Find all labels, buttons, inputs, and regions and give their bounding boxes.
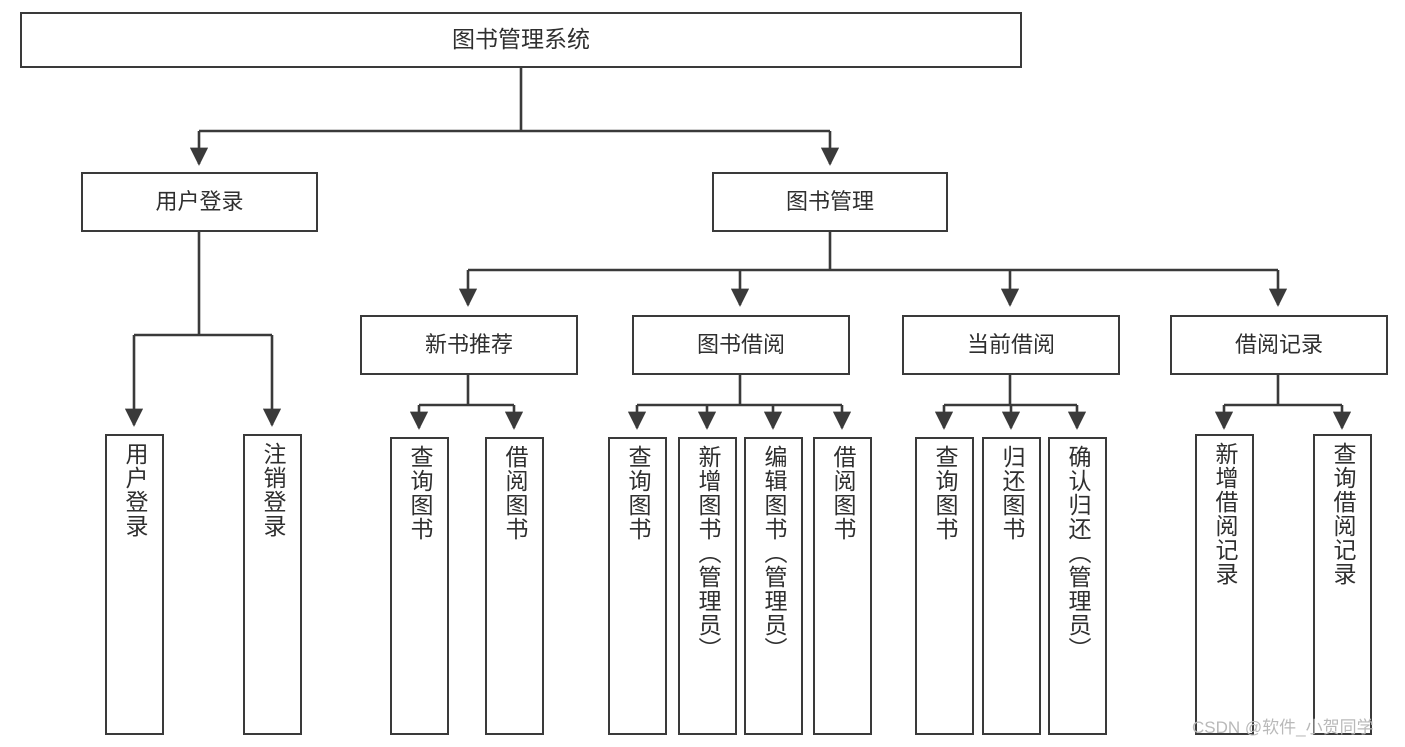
node-label: 借阅记录 xyxy=(1234,331,1323,357)
leaf-current-query-book[interactable]: 查询图书 xyxy=(915,437,974,735)
node-label: 编辑图书（管理员） xyxy=(761,445,787,661)
leaf-borrow-add-book-admin[interactable]: 新增图书（管理员） xyxy=(678,437,737,735)
node-label: 查询图书 xyxy=(407,445,433,541)
leaf-borrow-query-book[interactable]: 查询图书 xyxy=(608,437,667,735)
node-label: 当前借阅 xyxy=(966,331,1055,357)
leaf-current-return-book[interactable]: 归还图书 xyxy=(982,437,1041,735)
node-label: 图书借阅 xyxy=(696,331,785,357)
node-borrow-record[interactable]: 借阅记录 xyxy=(1170,315,1388,375)
node-label: 用户登录 xyxy=(155,188,244,214)
node-new-book-recommend[interactable]: 新书推荐 xyxy=(360,315,578,375)
node-label: 新增图书（管理员） xyxy=(695,445,721,661)
leaf-newbook-query-book[interactable]: 查询图书 xyxy=(390,437,449,735)
node-label: 归还图书 xyxy=(999,445,1025,541)
node-user-login[interactable]: 用户登录 xyxy=(81,172,318,232)
node-label: 新书推荐 xyxy=(424,331,513,357)
node-root-system[interactable]: 图书管理系统 xyxy=(20,12,1022,68)
node-label: 新增借阅记录 xyxy=(1212,442,1238,586)
node-label: 图书管理 xyxy=(785,188,874,214)
node-label: 图书管理系统 xyxy=(452,26,590,53)
leaf-newbook-borrow-book[interactable]: 借阅图书 xyxy=(485,437,544,735)
node-label: 借阅图书 xyxy=(502,445,528,541)
leaf-current-confirm-return-admin[interactable]: 确认归还（管理员） xyxy=(1048,437,1107,735)
leaf-record-add-record[interactable]: 新增借阅记录 xyxy=(1195,434,1254,735)
node-label: 查询图书 xyxy=(625,445,651,541)
leaf-user-logout[interactable]: 注销登录 xyxy=(243,434,302,735)
node-label: 借阅图书 xyxy=(830,445,856,541)
leaf-borrow-edit-book-admin[interactable]: 编辑图书（管理员） xyxy=(744,437,803,735)
node-label: 查询借阅记录 xyxy=(1330,442,1356,586)
leaf-user-login[interactable]: 用户登录 xyxy=(105,434,164,735)
node-book-management[interactable]: 图书管理 xyxy=(712,172,948,232)
leaf-record-query-record[interactable]: 查询借阅记录 xyxy=(1313,434,1372,735)
node-label: 注销登录 xyxy=(260,442,286,538)
node-label: 确认归还（管理员） xyxy=(1065,445,1091,661)
leaf-borrow-borrow-book[interactable]: 借阅图书 xyxy=(813,437,872,735)
node-current-borrow[interactable]: 当前借阅 xyxy=(902,315,1120,375)
node-label: 查询图书 xyxy=(932,445,958,541)
node-label: 用户登录 xyxy=(122,442,148,538)
node-book-borrow[interactable]: 图书借阅 xyxy=(632,315,850,375)
